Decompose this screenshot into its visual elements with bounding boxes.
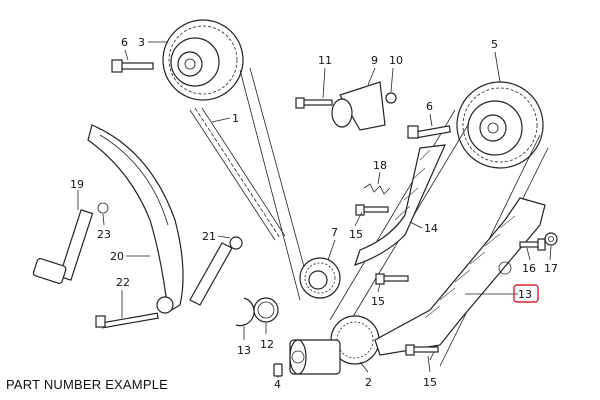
callout-6-right: 6 (426, 100, 433, 113)
cam-sprocket-right[interactable] (456, 81, 544, 169)
bolt-20[interactable] (189, 236, 243, 306)
callout-3: 4 (274, 378, 281, 391)
bolt-15-a[interactable] (355, 204, 389, 216)
callout-15-c: 15 (423, 376, 437, 389)
callout-8: 9 (371, 54, 378, 67)
callout-21: 22 (116, 276, 130, 289)
callout-9: 10 (389, 54, 403, 67)
callout-14: 14 (424, 222, 438, 235)
callout-23: 23 (97, 228, 111, 241)
callout-20: 21 (202, 230, 216, 243)
callout-13: 13 (518, 288, 532, 301)
callout-11: 12 (260, 338, 274, 351)
callout-17: 17 (544, 262, 558, 275)
tensioner-rail[interactable] (87, 124, 184, 314)
callout-19: 20 (110, 250, 124, 263)
bolt-15-c[interactable] (405, 344, 439, 356)
chain-guide-bracket[interactable] (331, 81, 386, 131)
circlip-12[interactable] (235, 297, 255, 327)
washer-17[interactable] (544, 232, 558, 246)
caption-text: PART NUMBER EXAMPLE (6, 377, 169, 392)
callout-6-left: 6 (121, 36, 128, 49)
bolt-10[interactable] (295, 97, 333, 109)
intermediate-sprocket[interactable] (299, 257, 341, 299)
bolt-16[interactable] (519, 238, 546, 251)
callout-15-b: 15 (371, 295, 385, 308)
guide-rail-center[interactable] (354, 144, 446, 266)
callout-15-a: 15 (349, 228, 363, 241)
timing-chain-upper (189, 107, 286, 241)
callout-10: 11 (318, 54, 332, 67)
bolt-21[interactable] (95, 312, 159, 329)
callout-7: 7 (331, 226, 338, 239)
callout-12: 13 (237, 344, 251, 357)
callout-4: 3 (138, 36, 145, 49)
cam-sprocket-left[interactable] (162, 19, 244, 101)
key-3[interactable] (273, 363, 283, 377)
crankshaft-sprocket[interactable] (289, 315, 380, 375)
callout-18: 18 (373, 159, 387, 172)
ring-11[interactable] (253, 297, 279, 323)
leader-lines (77, 41, 552, 378)
chain-tensioner[interactable] (32, 202, 109, 284)
callout-22: 19 (70, 178, 84, 191)
washer-9[interactable] (385, 92, 397, 104)
spring-18[interactable] (363, 183, 391, 195)
callout-1: 1 (232, 112, 239, 125)
callout-5: 5 (491, 38, 498, 51)
bolt-6-right[interactable] (407, 125, 451, 139)
highlighted-callout[interactable]: 13 (513, 284, 539, 303)
bolt-6-left[interactable] (111, 59, 154, 73)
bolt-15-b[interactable] (375, 273, 409, 285)
callout-16: 16 (522, 262, 536, 275)
callout-2: 2 (365, 376, 372, 389)
